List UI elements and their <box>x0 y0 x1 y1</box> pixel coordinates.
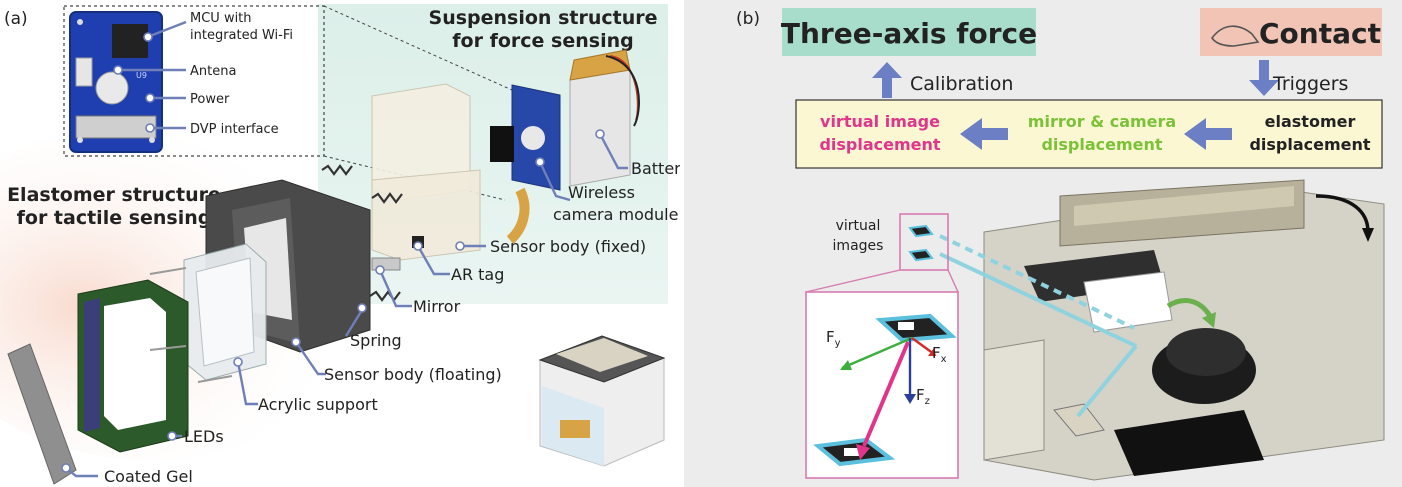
spring-parts <box>321 164 403 302</box>
pcb-mcu-chip <box>112 24 148 58</box>
label-sensor-body-fixed: Sensor body (fixed) <box>490 237 646 256</box>
suspension-title-line2: for force sensing <box>452 30 633 52</box>
acrylic-support-part <box>183 243 267 381</box>
virtual-images-box <box>899 213 949 271</box>
coated-gel-part <box>7 343 77 485</box>
fx-label: Fx <box>932 344 947 365</box>
light-ray-camera <box>1076 344 1138 418</box>
panel-b-tag: (b) <box>736 9 760 29</box>
label-power: Power <box>190 92 230 107</box>
elastomer-title-line1: Elastomer structure <box>7 184 221 206</box>
elastomer-displacement-line1: elastomer <box>1265 112 1356 131</box>
light-ray-dashed <box>939 234 1135 330</box>
label-mcu-line1: MCU with <box>190 11 252 26</box>
mirror-camera-displacement-line2: displacement <box>1041 135 1162 154</box>
displacement-flow-box <box>795 99 1383 169</box>
fy-arrow <box>841 336 913 370</box>
label-mirror: Mirror <box>413 297 461 316</box>
calibration-label: Calibration <box>910 73 1013 95</box>
assembled-device-thumbnail <box>538 335 666 467</box>
light-ray-solid <box>939 252 1137 348</box>
label-wireless-line2: camera module <box>553 205 678 224</box>
pcb-chip-marking: U9 <box>136 71 147 80</box>
elastomer-displacement-line2: displacement <box>1249 135 1370 154</box>
label-acrylic-support: Acrylic support <box>258 395 378 414</box>
virtual-image-displacement-line2: displacement <box>819 135 940 154</box>
label-antenna: Antena <box>190 64 236 79</box>
ar-tag-marker-bottom <box>813 437 896 467</box>
label-dvp-interface: DVP interface <box>190 122 279 137</box>
device-cross-section <box>983 179 1385 481</box>
rotation-arrow <box>1315 194 1370 233</box>
camera-module-part <box>490 84 561 244</box>
virtual-images-label-line2: images <box>833 238 884 254</box>
label-spring: Spring <box>350 331 402 350</box>
label-battery: Battery <box>631 159 680 178</box>
virtual-image-displacement-line1: virtual image <box>820 112 940 131</box>
force-title-box <box>782 8 1036 56</box>
pcb-power-connector <box>75 57 93 87</box>
led-frame-part <box>77 279 189 453</box>
virtual-image-markers <box>908 224 934 262</box>
triggers-label: Triggers <box>1272 73 1348 95</box>
displacement-arrow <box>862 341 910 447</box>
mirror-rotation-arrow <box>1166 298 1213 318</box>
virtual-images-label-line1: virtual <box>836 218 881 234</box>
triggers-arrow <box>1249 60 1279 96</box>
fz-label: Fz <box>916 386 930 407</box>
label-leds: LEDs <box>184 427 224 446</box>
label-sensor-body-floating: Sensor body (floating) <box>324 365 502 384</box>
hand-icon <box>1211 25 1260 47</box>
flow-arrow-right <box>1184 118 1232 150</box>
suspension-title-line1: Suspension structure <box>429 7 658 29</box>
battery-part <box>569 49 640 187</box>
fy-label: Fy <box>826 328 841 349</box>
force-title: Three-axis force <box>781 17 1037 50</box>
pcb-inset: U9 MCU with integrated Wi-Fi Antena Powe… <box>63 5 325 157</box>
label-ar-tag: AR tag <box>451 265 504 284</box>
label-coated-gel: Coated Gel <box>104 467 193 486</box>
label-mcu-line2: integrated Wi-Fi <box>190 28 293 43</box>
ar-tag-marker-top <box>875 313 957 343</box>
pcb-dvp-connector <box>75 115 157 139</box>
elastomer-title-line2: for tactile sensing <box>17 207 212 229</box>
flow-arrow-left <box>960 118 1008 150</box>
label-wireless-line1: Wireless <box>568 183 635 202</box>
pcb-inset-frame <box>63 5 325 157</box>
sensor-body-fixed-part <box>371 83 481 261</box>
mirror-camera-displacement-line1: mirror & camera <box>1028 112 1176 131</box>
panel-a-tag: (a) <box>4 9 28 29</box>
panel-b-working-principle: (b) Three-axis force Contact Calibration… <box>684 0 1402 487</box>
panel-a-exploded-view: (a) Suspension structure for force sensi… <box>0 4 680 486</box>
fx-arrow <box>911 337 935 355</box>
pcb-antenna-coil <box>95 71 129 105</box>
contact-title-box <box>1200 8 1382 56</box>
calibration-arrow <box>872 62 902 98</box>
contact-title: Contact <box>1259 17 1381 50</box>
